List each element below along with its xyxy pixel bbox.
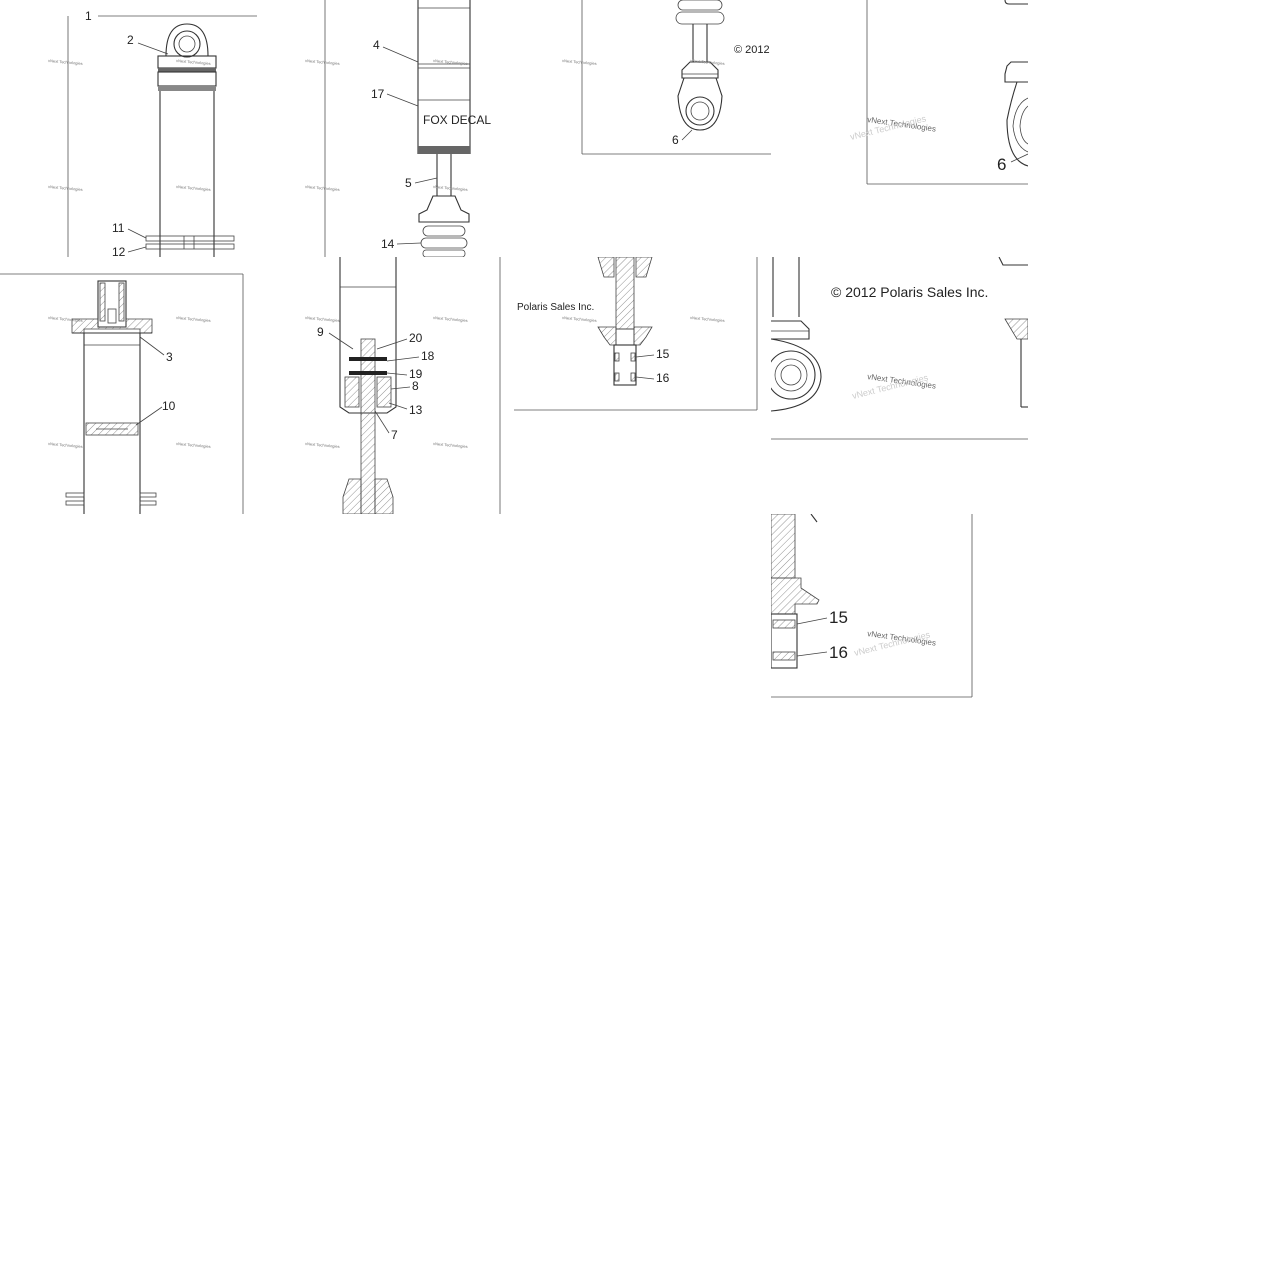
- watermark: vNext Technologies: [690, 58, 725, 66]
- watermark: vNext Technologies: [305, 58, 340, 66]
- callout-3: 3: [166, 350, 173, 364]
- watermark: vNext Technologies: [48, 58, 83, 66]
- watermark: vNext Technologies: [690, 315, 725, 323]
- watermark: vNext Technologies: [305, 315, 340, 323]
- callout-8: 8: [412, 379, 419, 393]
- tile-shock-body-top: 1 2 11 12 vNext Technologies vNext Techn…: [0, 0, 257, 257]
- watermark: vNext Technologies: [176, 315, 211, 323]
- tile-lower-eyelet: 6 © 2012 vNext Technologies vNext Techno…: [514, 0, 771, 257]
- callout-19: 19: [409, 367, 423, 381]
- watermark: vNext Technologies: [305, 441, 340, 449]
- callout-11: 11: [112, 221, 125, 235]
- tile-section-upper: 3 10 vNext Technologies vNext Technologi…: [0, 257, 257, 514]
- callout-13: 13: [409, 403, 423, 417]
- watermark: vNext Technologies: [176, 58, 211, 66]
- callout-18: 18: [421, 349, 435, 363]
- callout-9: 9: [317, 325, 324, 339]
- tile-eyelet-zoom: 6 vNext Technologies vNext Technologies: [771, 0, 1028, 257]
- watermark: vNext Technologies: [48, 184, 83, 192]
- watermark: vNext Technologies: [433, 184, 468, 192]
- callout-7: 7: [391, 428, 398, 442]
- callout-16: 16: [656, 371, 670, 385]
- callout-12: 12: [112, 245, 126, 257]
- callout-17: 17: [371, 87, 385, 101]
- watermark: vNext Technologies: [433, 441, 468, 449]
- callout-2: 2: [127, 33, 134, 47]
- watermark: vNext Technologies: [562, 58, 597, 66]
- callout-16: 16: [829, 643, 848, 662]
- callout-5: 5: [405, 176, 412, 190]
- callout-1: 1: [85, 9, 92, 23]
- watermark: vNext Technologies: [433, 58, 468, 66]
- watermark: vNext Technologies: [433, 315, 468, 323]
- tile-shock-decal: FOX DECAL 4 17 5 14 vNext Technologies v…: [257, 0, 514, 257]
- callout-10: 10: [162, 399, 176, 413]
- copyright-short: © 2012: [734, 44, 770, 56]
- callout-6: 6: [997, 155, 1006, 174]
- copyright: © 2012 Polaris Sales Inc.: [831, 284, 988, 300]
- callout-14: 14: [381, 237, 395, 251]
- callout-6: 6: [672, 133, 679, 147]
- watermark: vNext Technologies: [48, 315, 83, 323]
- watermark: vNext Technologies: [562, 315, 597, 323]
- tile-bearing-section: 15 16 Polaris Sales Inc. vNext Technolog…: [514, 257, 771, 514]
- watermark: vNext Technologies: [305, 184, 340, 192]
- watermark: vNext Technologies: [176, 441, 211, 449]
- watermark: vNext Technologies: [48, 441, 83, 449]
- callout-4: 4: [373, 38, 380, 52]
- tile-piston-section: 9 20 18 19 8 13 7 vNext Technologies vNe…: [257, 257, 514, 514]
- company-label: Polaris Sales Inc.: [517, 302, 594, 313]
- callout-15: 15: [656, 347, 670, 361]
- callout-20: 20: [409, 331, 423, 345]
- tile-copyright-zoom: © 2012 Polaris Sales Inc. vNext Technolo…: [771, 257, 1028, 514]
- callout-15: 15: [829, 608, 848, 627]
- tile-bearing-zoom: 15 16 vNext Technologies vNext Technolog…: [771, 514, 1028, 771]
- fox-decal-label: FOX DECAL: [423, 113, 491, 127]
- watermark: vNext Technologies: [176, 184, 211, 192]
